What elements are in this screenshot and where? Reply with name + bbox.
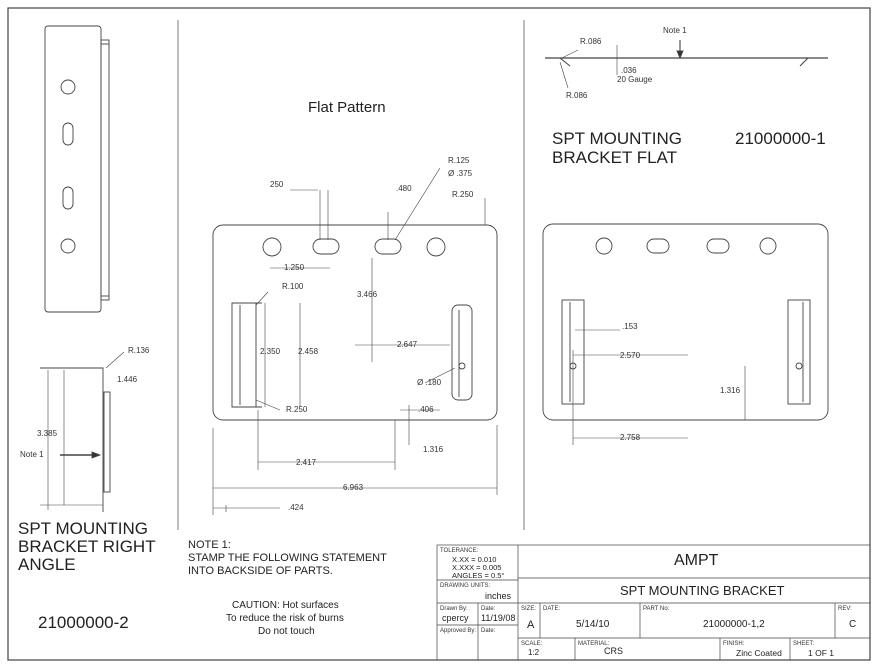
tb-part-no: 21000000-1,2 bbox=[703, 619, 765, 630]
top-profile-view bbox=[545, 40, 828, 89]
left-profile-view bbox=[40, 351, 125, 512]
dim-left-r136: R.136 bbox=[128, 346, 150, 355]
dim-right-153: .153 bbox=[622, 322, 638, 331]
note-line2: INTO BACKSIDE OF PARTS. bbox=[188, 565, 333, 577]
tb-drawn-date: 11/19/08 bbox=[481, 613, 516, 623]
dim-dia375: Ø .375 bbox=[448, 169, 473, 178]
flat-view-title-line1: SPT MOUNTING bbox=[552, 129, 683, 148]
dim-6963: 6.963 bbox=[343, 483, 364, 492]
caution-line1: CAUTION: Hot surfaces bbox=[232, 600, 339, 611]
tb-drawn-by-label: Drawn By: bbox=[440, 606, 468, 612]
tb-date-label-1: Date: bbox=[481, 606, 496, 612]
tb-material: CRS bbox=[604, 646, 624, 656]
dim-left-note1: Note 1 bbox=[20, 450, 44, 459]
tb-material-label: MATERIAL: bbox=[578, 641, 610, 647]
tb-units: inches bbox=[485, 591, 512, 601]
tb-size-label: SIZE: bbox=[521, 606, 537, 612]
dim-left-1446: 1.446 bbox=[117, 375, 138, 384]
dim-3466: 3.466 bbox=[357, 290, 378, 299]
right-flat-dimensions bbox=[572, 329, 746, 445]
right-angle-part-no: 21000000-2 bbox=[38, 613, 129, 632]
tb-drawn-by: cpercy bbox=[442, 613, 469, 623]
tb-scale-label: SCALE: bbox=[521, 641, 543, 647]
tb-part-no-label: PART No: bbox=[643, 606, 670, 612]
tb-approved-label: Approved By: bbox=[440, 628, 477, 634]
dim-top-note1: Note 1 bbox=[663, 26, 687, 35]
flat-pattern-view bbox=[212, 224, 498, 421]
dim-2350: 2.350 bbox=[260, 347, 281, 356]
dim-r100: R.100 bbox=[282, 282, 304, 291]
tb-rev: C bbox=[849, 619, 857, 630]
dim-top-gauge: 20 Gauge bbox=[617, 75, 653, 84]
right-flat-view bbox=[542, 223, 829, 421]
dim-dia180: Ø .180 bbox=[417, 378, 442, 387]
tb-size: A bbox=[527, 619, 535, 631]
flat-view-part-no: 21000000-1 bbox=[735, 129, 826, 148]
tb-sheet-label: SHEET: bbox=[793, 641, 815, 647]
right-angle-title-line1: SPT MOUNTING bbox=[18, 519, 149, 538]
dim-top-036: .036 bbox=[621, 66, 637, 75]
dim-1316: 1.316 bbox=[423, 445, 444, 454]
tb-drawing-title: SPT MOUNTING BRACKET bbox=[620, 583, 785, 598]
title-block-lines bbox=[436, 544, 871, 661]
right-angle-title-line2: BRACKET RIGHT bbox=[18, 537, 156, 556]
tb-tol2: X.XXX = 0.005 bbox=[452, 563, 502, 572]
tb-sheet: 1 OF 1 bbox=[808, 648, 834, 658]
dim-left-3385: 3.385 bbox=[37, 429, 58, 438]
left-side-view bbox=[44, 25, 110, 313]
caution-line3: Do not touch bbox=[258, 626, 315, 637]
caution-line2: To reduce the risk of burns bbox=[226, 613, 344, 624]
flat-view-title-line2: BRACKET FLAT bbox=[552, 148, 678, 167]
dim-right-2570: 2.570 bbox=[620, 351, 641, 360]
dim-right-2758: 2.758 bbox=[620, 433, 641, 442]
dim-r250-bottom: R.250 bbox=[286, 405, 308, 414]
dim-1250: 1.250 bbox=[284, 263, 305, 272]
tb-tol3: ANGLES = 0.5° bbox=[452, 571, 505, 580]
tb-units-label: DRAWING UNITS: bbox=[440, 583, 491, 589]
right-angle-title-line3: ANGLE bbox=[18, 555, 76, 574]
tb-rev-label: REV: bbox=[838, 606, 852, 612]
dim-424: .424 bbox=[288, 503, 304, 512]
tb-finish-label: FINISH: bbox=[723, 641, 745, 647]
tb-date-label: DATE: bbox=[543, 606, 561, 612]
dim-406: .406 bbox=[418, 405, 434, 414]
dim-2647: 2.647 bbox=[397, 340, 418, 349]
note-line1: STAMP THE FOLLOWING STATEMENT bbox=[188, 552, 387, 564]
tb-scale: 1:2 bbox=[528, 648, 540, 657]
tb-date-label-2: Date: bbox=[481, 628, 496, 634]
dim-top-r086a: R.086 bbox=[580, 37, 602, 46]
flat-pattern-dimensions bbox=[212, 167, 498, 515]
dim-2458: 2.458 bbox=[298, 347, 319, 356]
tb-date: 5/14/10 bbox=[576, 619, 610, 630]
note-title: NOTE 1: bbox=[188, 539, 231, 551]
dim-top-r086b: R.086 bbox=[566, 91, 588, 100]
dim-right-1316: 1.316 bbox=[720, 386, 741, 395]
dim-250: 250 bbox=[270, 180, 284, 189]
tb-tolerance-label: TOLERANCE: bbox=[440, 548, 479, 554]
dim-r125: R.125 bbox=[448, 156, 470, 165]
tb-finish: Zinc Coated bbox=[736, 648, 782, 658]
tb-company: AMPT bbox=[674, 552, 719, 569]
sheet-border bbox=[7, 7, 871, 661]
dim-480: .480 bbox=[396, 184, 412, 193]
dim-2417: 2.417 bbox=[296, 458, 317, 467]
flat-pattern-title: Flat Pattern bbox=[308, 99, 386, 116]
dim-r250-top: R.250 bbox=[452, 190, 474, 199]
tb-tol1: X.XX = 0.010 bbox=[452, 555, 497, 564]
